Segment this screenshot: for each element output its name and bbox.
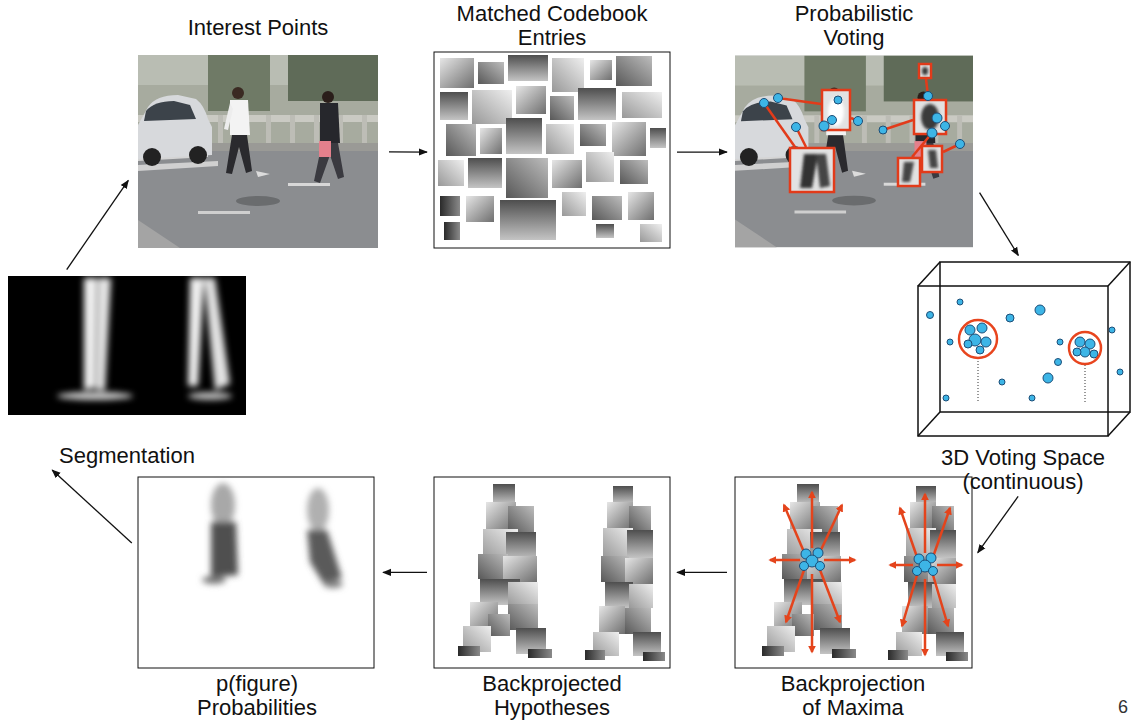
panel-caption: Backprojection of Maxima [769,672,937,720]
flow-arrow [52,470,132,543]
flow-arrow [978,496,1018,552]
figure-probability-map [138,477,374,668]
panel-title: Backprojected Hypotheses [452,672,652,720]
page-number: 6 [1118,698,1128,716]
pipeline-panel: p(figure) Probabilities [134,474,380,720]
panel-title: Probabilistic Voting [772,2,937,50]
panel-caption: Matched Codebook Entries [442,2,662,50]
panel-title: Matched Codebook Entries [442,2,662,50]
backprojection-maxima [735,477,972,668]
panel-caption: 3D Voting Space (continuous) [916,446,1131,494]
pipeline-panel: Matched Codebook Entries [430,2,674,250]
voting-photo [735,56,973,247]
flow-arrow [67,180,129,269]
panel-title: p(figure) Probabilities [175,672,340,720]
flow-arrow [389,151,427,152]
panel-title: Segmentation [7,444,247,468]
pipeline-panel: 3D Voting Space (continuous) [912,258,1134,494]
panel-caption: Interest Points [138,16,378,40]
pipeline-panel: Probabilistic Voting [730,2,978,250]
backprojected-hypotheses [434,477,670,668]
panel-caption: Probabilistic Voting [772,2,937,50]
flow-arrow [677,572,727,573]
flow-arrow [677,151,727,152]
panel-caption: Backprojected Hypotheses [452,672,652,720]
segmentation-mask [8,276,246,415]
panel-title: Backprojection of Maxima [769,672,937,720]
panel-title: Interest Points [138,16,378,40]
pipeline-panel: Interest Points [130,16,386,250]
pipeline-panel: Backprojection of Maxima [730,474,976,720]
pipeline-panel: Backprojected Hypotheses [430,474,674,720]
codebook-patches [434,52,670,248]
panel-caption: Segmentation [7,444,247,468]
voting-space-cube [918,262,1130,436]
pipeline-panel: Segmentation [4,272,250,468]
street-photo [138,55,378,248]
flow-arrow [383,572,427,573]
panel-caption: p(figure) Probabilities [175,672,340,720]
flow-arrow [980,193,1019,256]
panel-title: 3D Voting Space (continuous) [916,446,1131,494]
